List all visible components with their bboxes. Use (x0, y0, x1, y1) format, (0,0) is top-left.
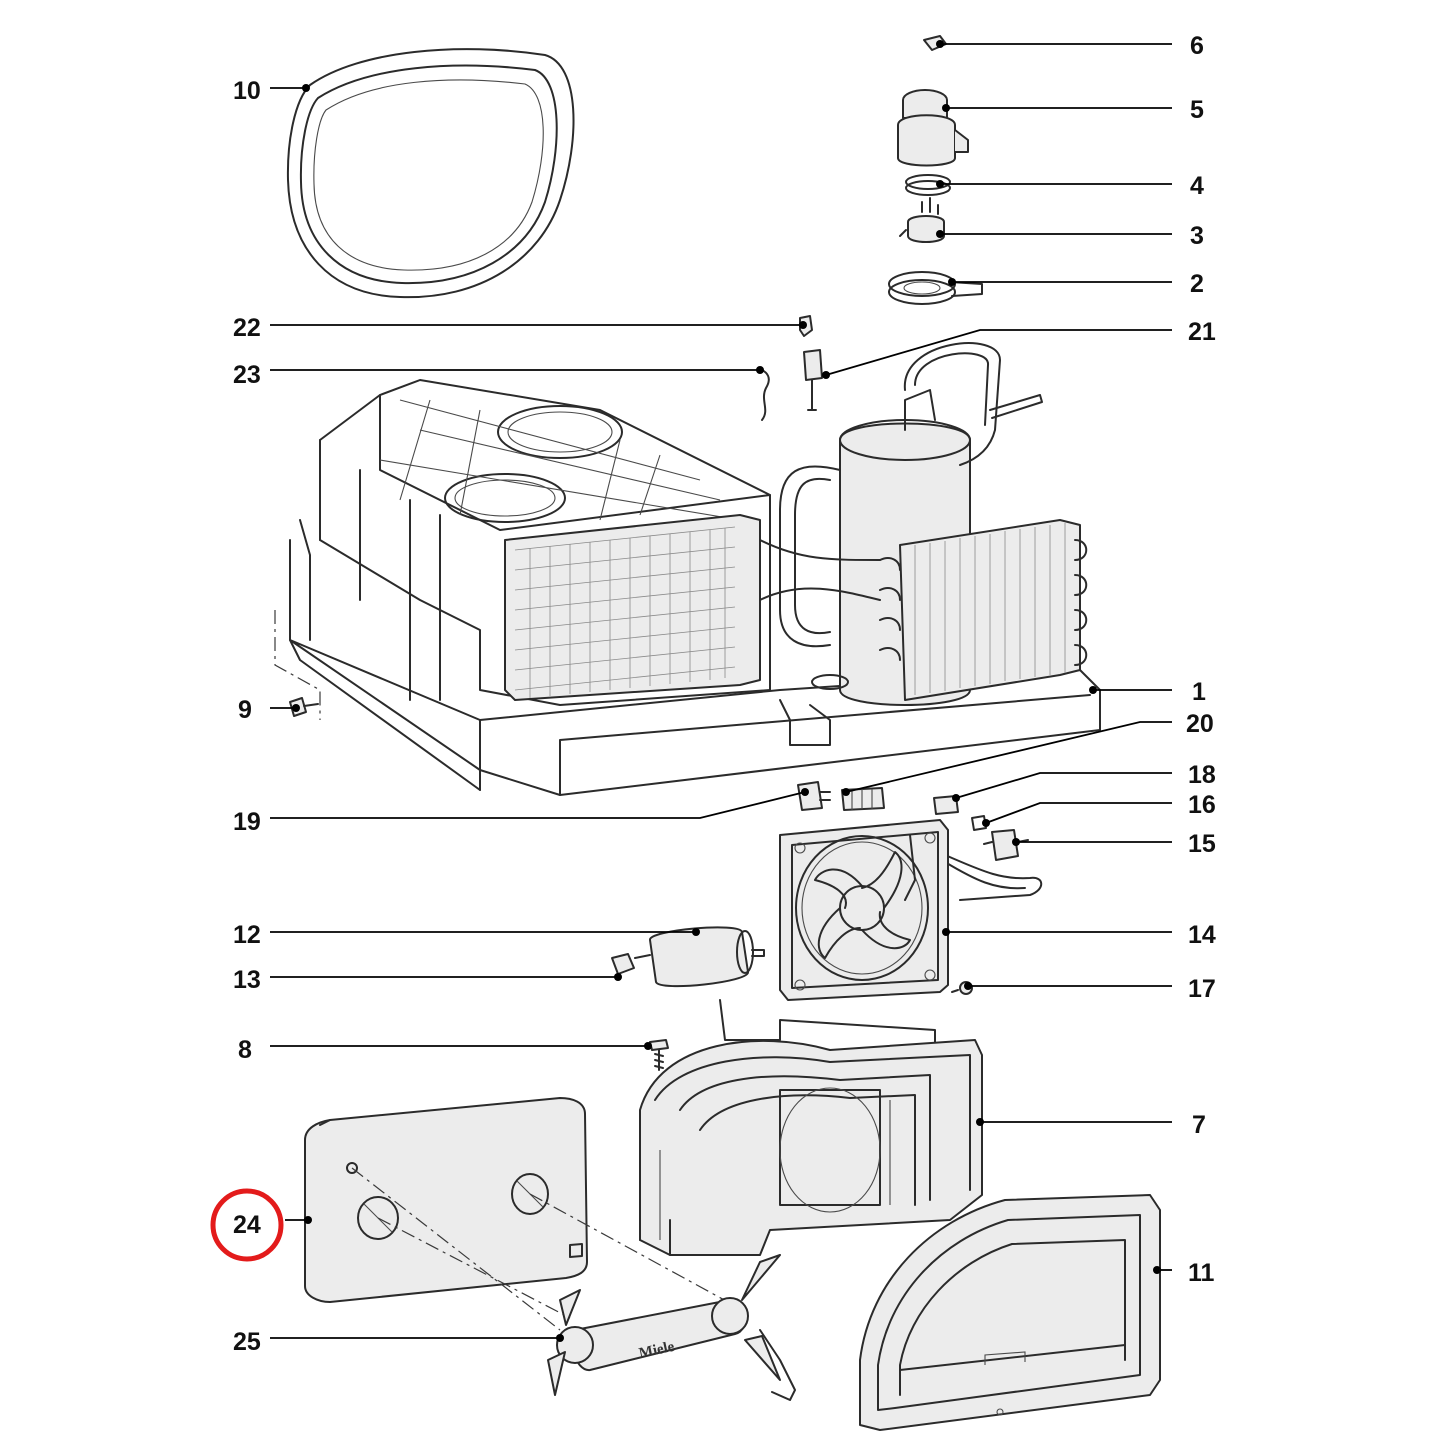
callout-labels: 6 5 4 3 2 21 1 20 18 16 15 14 17 7 11 10… (233, 32, 1216, 1356)
callout-22: 22 (233, 314, 261, 342)
callout-13: 13 (233, 966, 261, 994)
callout-14: 14 (1188, 921, 1216, 949)
callout-12: 12 (233, 921, 261, 949)
callout-18: 18 (1188, 761, 1216, 789)
callout-2: 2 (1190, 270, 1204, 298)
part-screw-9 (274, 610, 321, 720)
assembly-line-right (529, 1193, 729, 1303)
assembly-line-left (377, 1217, 571, 1319)
callout-3: 3 (1190, 222, 1204, 250)
callout-24: 24 (233, 1211, 261, 1239)
callout-10: 10 (233, 77, 261, 105)
brand-mark: Miele (638, 1339, 677, 1362)
part-sensor-wires (757, 315, 823, 421)
callout-16: 16 (1188, 791, 1216, 819)
highlight-ring (210, 1188, 284, 1262)
part-door-seal (286, 48, 575, 299)
callout-25: 25 (233, 1328, 261, 1356)
leader-lines (270, 40, 1172, 1342)
part-base-housing (289, 342, 1101, 796)
part-fan (779, 819, 949, 1001)
callout-5: 5 (1190, 96, 1204, 124)
callout-19: 19 (233, 808, 261, 836)
callout-7: 7 (1192, 1111, 1206, 1139)
callout-11: 11 (1188, 1259, 1215, 1287)
part-air-duct (639, 999, 983, 1256)
part-gasket-plate (888, 271, 983, 305)
callout-17: 17 (1188, 975, 1216, 1003)
callout-23: 23 (233, 361, 261, 389)
part-connectors-15-16-18 (933, 795, 1043, 901)
callout-4: 4 (1190, 172, 1204, 200)
callout-8: 8 (238, 1036, 252, 1064)
callout-6: 6 (1190, 32, 1204, 60)
assembly-line-pin (351, 1167, 561, 1331)
callout-9: 9 (238, 696, 252, 724)
part-door-frame (859, 1194, 1161, 1431)
part-filter-cover (304, 1097, 588, 1303)
part-screw-8 (649, 1039, 669, 1071)
part-cap (897, 89, 969, 167)
callout-20: 20 (1186, 710, 1214, 738)
callout-21: 21 (1188, 318, 1216, 346)
part-capacitor (611, 926, 765, 988)
part-spring-ring (905, 174, 951, 196)
part-protector (899, 197, 945, 243)
callout-15: 15 (1188, 830, 1216, 858)
part-filter-handle: Miele (547, 1254, 796, 1401)
callout-1: 1 (1192, 678, 1206, 706)
